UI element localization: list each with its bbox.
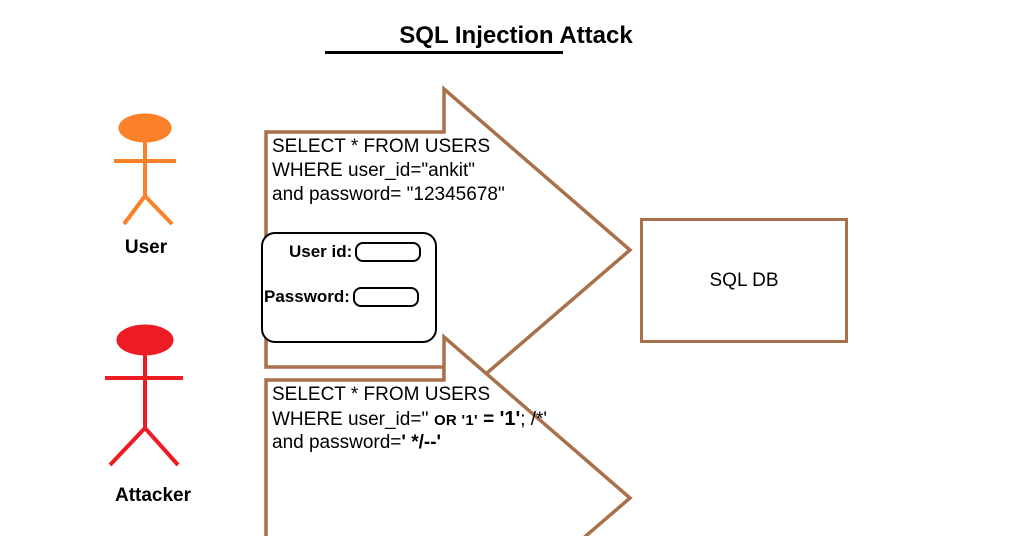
attacker-query-line-2-or: OR '1': [433, 412, 478, 429]
user-right-leg-line: [143, 194, 174, 226]
attacker-query-line-2: WHERE user_id='' OR '1' = '1'; /*': [272, 407, 547, 431]
password-input[interactable]: [352, 287, 419, 307]
attacker-query-line-3: and password=' */--': [272, 431, 547, 455]
attacker-query-line-3-comment: ' */--': [401, 432, 442, 453]
attacker-query-line-2-eq: =: [477, 409, 500, 430]
user-left-leg-line: [122, 194, 147, 226]
user-query-line-2: WHERE user_id="ankit": [272, 160, 476, 181]
password-row: Password:: [264, 287, 419, 307]
title-underline: [325, 51, 563, 54]
user-stick-figure: [114, 113, 176, 226]
sql-database-label: SQL DB: [709, 269, 779, 291]
attacker-query-line-3-prefix: and password=: [272, 432, 402, 453]
attacker-left-leg-line: [108, 426, 147, 467]
user-query-text: SELECT * FROM USERS WHERE user_id="ankit…: [272, 135, 505, 207]
user-actor-label: User: [124, 237, 168, 258]
sql-database-box: SQL DB: [640, 218, 848, 343]
attacker-stick-figure: [105, 324, 183, 467]
attacker-right-leg-line: [143, 426, 180, 467]
user-id-input[interactable]: [355, 242, 422, 262]
attacker-head-icon: [116, 324, 174, 356]
attacker-query-line-1: SELECT * FROM USERS: [272, 384, 491, 405]
attacker-query-arrow: [264, 333, 633, 536]
page-title: SQL Injection Attack: [399, 22, 633, 49]
user-query-line-1: SELECT * FROM USERS: [272, 136, 491, 157]
attacker-query-text: SELECT * FROM USERS WHERE user_id='' OR …: [272, 383, 547, 455]
password-label: Password:: [264, 287, 350, 306]
attacker-query-line-2-one: '1': [499, 408, 521, 430]
attacker-actor-label: Attacker: [114, 485, 192, 506]
attacker-query-line-2-suffix: ; /*': [520, 409, 548, 430]
user-id-row: User id:: [289, 242, 422, 262]
attacker-query-line-2-prefix: WHERE user_id='': [272, 409, 434, 430]
user-head-icon: [118, 113, 172, 143]
user-id-label: User id:: [289, 242, 353, 261]
login-form[interactable]: User id: Password:: [261, 232, 437, 343]
user-query-line-3: and password= "12345678": [272, 184, 505, 205]
